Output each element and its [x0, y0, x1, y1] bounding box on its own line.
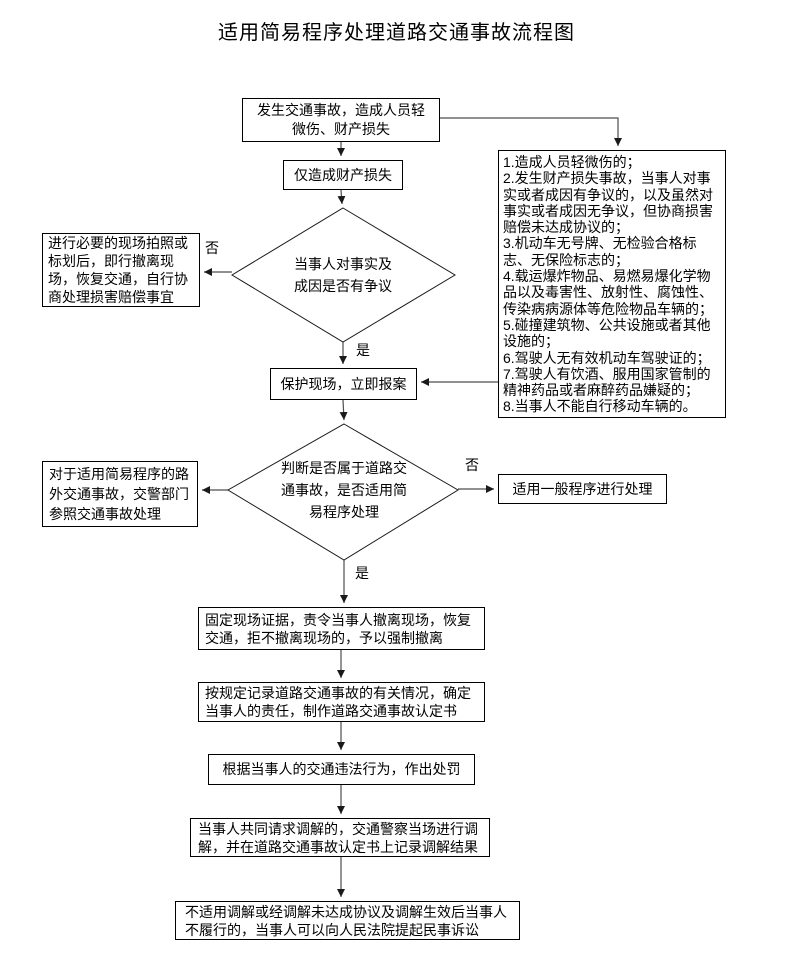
- node-offroad-accident: 对于适用简易程序的路外交通事故，交警部门参照交通事故处理: [42, 461, 198, 527]
- condition-item: 8.当事人不能自行移动车辆的。: [503, 398, 697, 415]
- edge-label-applicability-no: 否: [464, 455, 480, 475]
- node-property-damage-only: 仅造成财产损失: [283, 160, 403, 190]
- edge-start-conditions: [440, 117, 622, 146]
- node-record-accident: 按规定记录道路交通事故的有关情况，确定当事人的责任，制作道路交通事故认定书: [198, 682, 485, 722]
- node-litigation: 不适用调解或经调解未达成协议及调解生效后当事人不履行的，当事人可以向人民法院提起…: [175, 901, 520, 940]
- condition-item: 3.机动车无号牌、无检验合格标志、无保险标志的；: [503, 235, 697, 268]
- node-applicability-decision-label: 判断是否属于道路交通事故，是否适用简易程序处理: [281, 460, 407, 520]
- node-dispute-decision-label: 当事人对事实及成因是否有争议: [294, 256, 392, 294]
- condition-item: 2.发生财产损失事故，当事人对事实或者成因有争议的，以及虽然对事实或者成因无争议…: [503, 170, 713, 236]
- edge-property-dispute: [337, 189, 346, 205]
- edge-label-dispute-no: 否: [204, 238, 220, 258]
- node-general-procedure: 适用一般程序进行处理: [498, 474, 667, 504]
- dispute-decision-diamond: [231, 207, 456, 343]
- node-punishment: 根据当事人的交通违法行为，作出处罚: [208, 754, 475, 785]
- edge-protect-applicability: [339, 399, 348, 421]
- panel-simple-procedure-conditions: 1.造成人员轻微伤的； 2.发生财产损失事故，当事人对事实或者成因有争议的，以及…: [498, 150, 726, 418]
- condition-item: 4.载运爆炸物品、易燃易爆化学物品以及毒害性、放射性、腐蚀性、传染病病源体等危险…: [503, 268, 713, 317]
- page-title: 适用简易程序处理道路交通事故流程图: [218, 22, 575, 44]
- condition-item: 1.造成人员轻微伤的；: [503, 154, 641, 170]
- condition-item: 6.驾驶人无有效机动车驾驶证的；: [503, 349, 711, 366]
- applicability-decision-diamond: [227, 423, 459, 561]
- condition-item: 7.驾驶人有饮酒、服用国家管制的精神药品或者麻醉药品嫌疑的；: [503, 365, 711, 399]
- node-fix-evidence: 固定现场证据，责令当事人撤离现场，恢复交通，拒不撤离现场的，予以强制撤离: [198, 607, 485, 650]
- node-mediation: 当事人共同请求调解的，交通警察当场进行调解，并在道路交通事故认定书上记录调解结果: [190, 818, 490, 857]
- edge-label-applicability-yes: 是: [354, 563, 370, 583]
- edge-label-dispute-yes: 是: [355, 340, 371, 360]
- node-accident-start: 发生交通事故，造成人员轻微伤、财产损失: [242, 98, 440, 142]
- node-protect-scene-report: 保护现场，立即报案: [270, 368, 417, 400]
- condition-item: 5.碰撞建筑物、公共设施或者其他设施的；: [503, 316, 711, 350]
- node-leave-scene: 进行必要的现场拍照或标划后，即行撤离现场，恢复交通，自行协商处理损害赔偿事宜: [42, 233, 200, 307]
